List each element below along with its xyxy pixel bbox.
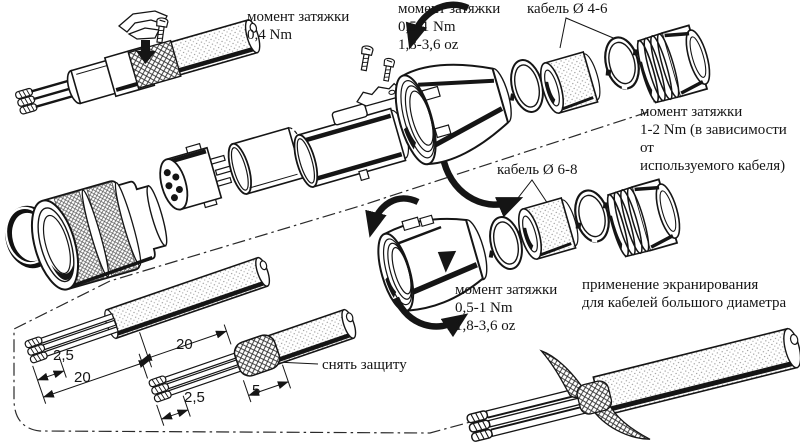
seal-set-large: [479, 175, 688, 275]
pressure-nut: [631, 21, 718, 107]
strain-relief-sleeve: [293, 103, 410, 188]
dim-cable1-tip: 2,5: [53, 347, 74, 364]
seal-bushing: [512, 194, 584, 263]
stripped-cable-1: [23, 256, 271, 404]
label-torque-gland-top: момент затяжки 0,5-1 Nm 1,8-3,6 oz: [398, 1, 501, 53]
label-torque-clamp: момент затяжки 0,4 Nm: [247, 9, 350, 43]
label-shielding-note: применение экранирования для кабелей бол…: [582, 277, 787, 311]
connector-body: [30, 180, 168, 291]
shielded-cable: [465, 327, 800, 442]
label-cable-small-dia: кабель Ø 4-6: [527, 1, 608, 17]
torque-arrow-icon: [440, 161, 524, 218]
seal-bushing: [534, 48, 606, 117]
pressure-nut: [601, 175, 688, 261]
dim-cable2-braid: 5: [252, 382, 261, 399]
clamped-cable-assembly: [14, 10, 261, 116]
torque-arrow-icon: [393, 296, 469, 338]
insert-arrow-icon: [136, 40, 156, 64]
torque-arrow-icon: [405, 1, 470, 50]
clamp-screw-1: [357, 44, 375, 72]
gland-housing-mid: [365, 195, 488, 338]
clamp-screw-2: [380, 57, 396, 83]
label-torque-pressure-nut: момент затяжки 1-2 Nm (в зависимости от …: [640, 104, 787, 174]
dim-cable2-tip: 2,5: [184, 389, 205, 406]
gland-housing-top: [394, 1, 524, 218]
torque-arrow-icon: [365, 195, 420, 238]
clamp-bar: [356, 82, 403, 107]
label-strip-note: снять защиту: [322, 357, 407, 373]
cable-clamp: [117, 10, 169, 44]
sleeve-tube: [227, 126, 308, 195]
stripped-cable-2: [138, 308, 357, 426]
pin-insert: [159, 142, 234, 211]
label-cable-large-dia: кабель Ø 6-8: [497, 162, 578, 178]
label-torque-gland-mid: момент затяжки 0,5-1 Nm 1,8-3,6 oz: [455, 282, 558, 334]
dim-cable1-strip: 20: [74, 369, 91, 386]
dim-cable2-strip: 20: [176, 336, 193, 353]
